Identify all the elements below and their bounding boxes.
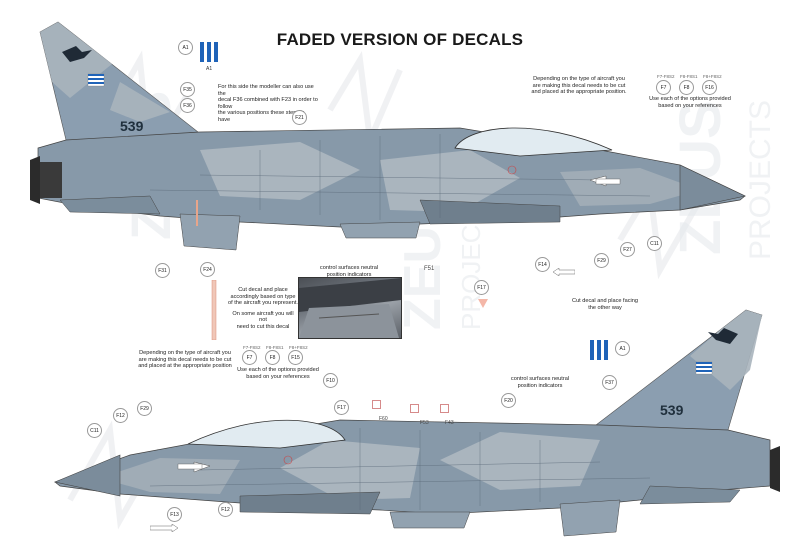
- control-surface-reference-photo: [298, 277, 402, 339]
- callout-a1-top: A1: [178, 40, 193, 55]
- callout-f31: F31: [155, 263, 170, 278]
- callout-c11-left: C11: [87, 423, 102, 438]
- code-f8-top: F8-F8S1: [680, 74, 698, 79]
- code-f8-bottom: F8-F8S1: [266, 345, 284, 350]
- callout-f20: F20: [501, 393, 516, 408]
- callout-f29: F29: [594, 253, 609, 268]
- top-exhaust: [30, 156, 40, 204]
- bottom-canopy: [187, 419, 346, 449]
- callout-a1-bottom: A1: [615, 341, 630, 356]
- bottom-tail-flag: [695, 361, 713, 375]
- callout-f8-top: F8: [679, 80, 694, 95]
- stencil-decal-f43: [440, 404, 449, 413]
- callout-f14: F14: [535, 257, 550, 272]
- code-f15-bottom: F8+F8S2: [289, 345, 308, 350]
- callout-f35: F35: [180, 82, 195, 97]
- top-tail-number: 539: [120, 118, 144, 134]
- top-tail-flag: [87, 73, 105, 87]
- stencil-decal-f17-triangle: [478, 299, 488, 308]
- greek-flag-decal-bottom: [590, 340, 608, 360]
- callout-f37: F37: [602, 375, 617, 390]
- callout-f36: F36: [180, 98, 195, 113]
- callout-f15-bottom: F15: [288, 350, 303, 365]
- top-tail-emblem: [62, 46, 92, 62]
- bottom-tail-number: 539: [660, 402, 684, 418]
- callout-f16-top: F16: [702, 80, 717, 95]
- stencil-decal-f13-arrow: [150, 524, 178, 532]
- callout-c11: C11: [647, 236, 662, 251]
- callout-f43: F43: [445, 420, 454, 426]
- callout-f27: F27: [620, 242, 635, 257]
- bottom-exhaust: [770, 446, 780, 492]
- code-f7-top: F7-F8S2: [657, 74, 675, 79]
- stencil-decal-f60: [372, 400, 381, 409]
- callout-f8-bottom: F8: [265, 350, 280, 365]
- note-top-left: For this side the modeller can also use …: [218, 84, 318, 123]
- callout-f7-top: F7: [656, 80, 671, 95]
- callout-f29-left: F29: [137, 401, 152, 416]
- stencil-decal-f14-arrow: [553, 268, 575, 276]
- callout-f10: F10: [323, 373, 338, 388]
- top-canopy: [454, 127, 613, 157]
- callout-f60: F60: [379, 416, 388, 422]
- callout-f51: F51: [424, 266, 435, 272]
- sheet-title: FADED VERSION OF DECALS: [276, 30, 524, 49]
- bottom-tail-emblem: [708, 328, 738, 344]
- svg-text:PROJECTS: PROJECTS: [744, 100, 777, 260]
- callout-f17-mid: F17: [474, 280, 489, 295]
- code-f7-bottom: F7-F8S2: [243, 345, 261, 350]
- callout-f7-bottom: F7: [242, 350, 257, 365]
- callout-f13: F13: [167, 507, 182, 522]
- callout-f17-bottom: F17: [334, 400, 349, 415]
- callout-f12-bottom: F12: [218, 502, 233, 517]
- stencil-decal-f24-strip: [211, 280, 217, 340]
- callout-f53: F53: [420, 420, 429, 426]
- greek-flag-decal-top: [200, 42, 218, 62]
- callout-a1-top-sub: A1: [206, 66, 213, 72]
- callout-f21: F21: [292, 110, 307, 125]
- stencil-decal-f53: [410, 404, 419, 413]
- callout-f12-left: F12: [113, 408, 128, 423]
- code-f16-top: F8+F8S2: [703, 74, 722, 79]
- callout-f24: F24: [200, 262, 215, 277]
